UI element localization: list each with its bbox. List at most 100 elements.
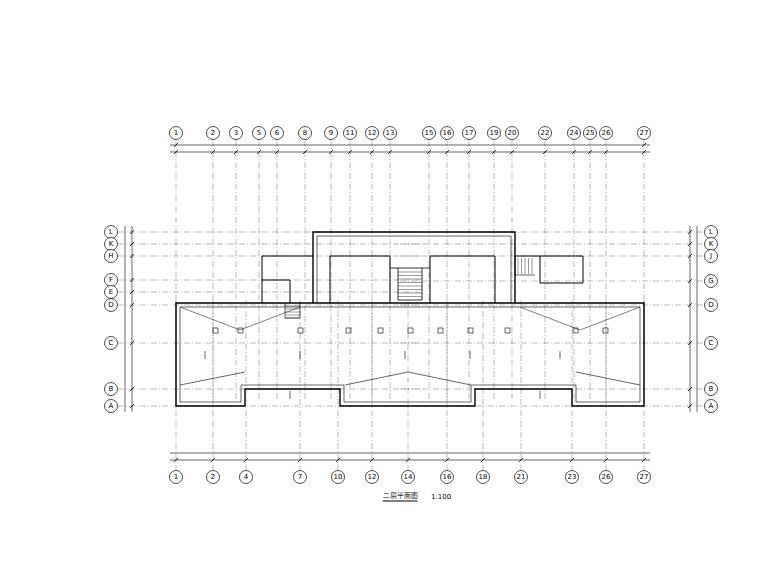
axis-label: 3 xyxy=(234,130,238,137)
stair-tread xyxy=(532,258,533,274)
axis-label: 2 xyxy=(211,474,215,481)
axis-bubble xyxy=(253,127,266,140)
dimension-tick xyxy=(445,458,449,462)
axis-bubble xyxy=(271,127,284,140)
dimension-tick xyxy=(688,242,692,246)
axis-bubble xyxy=(366,471,379,484)
axis-label: 1 xyxy=(174,474,178,481)
dimension-tick xyxy=(130,303,134,307)
dimension-tick xyxy=(234,150,238,154)
axis-bubble xyxy=(539,127,552,140)
drain-symbol xyxy=(505,328,510,333)
axis-label: 19 xyxy=(490,130,499,137)
dimension-tick xyxy=(257,150,261,154)
axis-bubble xyxy=(170,127,183,140)
axis-label: L xyxy=(709,229,713,236)
axis-label: C xyxy=(709,340,714,347)
axis-bubble xyxy=(506,127,519,140)
axis-label: 16 xyxy=(443,474,452,481)
axis-bubble xyxy=(600,127,613,140)
drain-symbol xyxy=(213,328,218,333)
drain-symbol xyxy=(408,328,413,333)
grid-line xyxy=(277,140,278,400)
axis-bubble xyxy=(705,238,718,251)
axis-label: 8 xyxy=(303,130,307,137)
grid-line xyxy=(400,244,704,245)
axis-bubble xyxy=(515,471,528,484)
axis-label: 12 xyxy=(368,474,377,481)
drain-symbol xyxy=(573,328,578,333)
dimension-tick xyxy=(492,150,496,154)
drain-symbol xyxy=(298,328,303,333)
axis-bubble xyxy=(105,337,118,350)
axis-label: 5 xyxy=(257,130,261,137)
axis-label: G xyxy=(708,278,713,285)
axis-label: 27 xyxy=(640,130,649,137)
dimension-tick xyxy=(510,150,514,154)
grid-line xyxy=(400,343,704,344)
grid-line xyxy=(259,140,260,400)
dimension-line xyxy=(170,460,650,461)
axis-label: 18 xyxy=(479,474,488,481)
dimension-tick xyxy=(211,150,215,154)
axis-bubble xyxy=(705,299,718,312)
axis-label: L xyxy=(109,229,113,236)
plan-lines xyxy=(105,127,718,484)
outer-wall xyxy=(176,303,644,406)
axis-label: 24 xyxy=(570,130,579,137)
axis-bubble xyxy=(441,127,454,140)
axis-bubble xyxy=(600,471,613,484)
axis-label: H xyxy=(108,253,113,260)
dimension-line xyxy=(690,226,691,412)
stair-tread xyxy=(398,293,422,294)
dimension-tick xyxy=(467,150,471,154)
grid-line xyxy=(469,140,470,400)
axis-label: 27 xyxy=(640,474,649,481)
grid-line xyxy=(429,140,430,400)
grid-line xyxy=(606,300,607,470)
axis-bubble xyxy=(638,127,651,140)
axis-bubble xyxy=(705,337,718,350)
dimension-tick xyxy=(329,150,333,154)
axis-label: J xyxy=(710,253,712,260)
axis-label: 20 xyxy=(508,130,517,137)
dimension-tick xyxy=(336,458,340,462)
stair-wall xyxy=(515,256,535,275)
core-wall xyxy=(313,232,515,303)
dimension-tick xyxy=(174,458,178,462)
drawing-caption: 二层平面图 xyxy=(383,493,418,502)
grid-line xyxy=(118,292,420,293)
dimension-tick xyxy=(130,230,134,234)
axis-bubble xyxy=(105,250,118,263)
axis-bubble xyxy=(566,471,579,484)
roof-line xyxy=(180,372,640,385)
dimension-tick xyxy=(688,279,692,283)
axis-bubble xyxy=(705,383,718,396)
axis-bubble xyxy=(441,471,454,484)
dimension-tick xyxy=(298,458,302,462)
grid-line xyxy=(118,343,420,344)
axis-bubble xyxy=(705,250,718,263)
axis-bubble xyxy=(488,127,501,140)
grid-line xyxy=(545,140,546,400)
grid-line xyxy=(372,300,373,470)
grid-line xyxy=(590,140,591,400)
axis-label: 26 xyxy=(602,130,611,137)
stair-tread xyxy=(398,286,422,287)
dimension-tick xyxy=(244,458,248,462)
dimension-tick xyxy=(642,458,646,462)
inner-wall xyxy=(180,307,640,402)
dimension-tick xyxy=(130,341,134,345)
dimension-tick xyxy=(303,150,307,154)
grid-line xyxy=(400,281,704,282)
dimension-tick xyxy=(211,458,215,462)
axis-label: 22 xyxy=(541,130,550,137)
drain-symbol xyxy=(346,328,351,333)
dimension-line xyxy=(170,145,650,146)
dimension-tick xyxy=(688,230,692,234)
axis-bubble xyxy=(584,127,597,140)
dimension-tick xyxy=(481,458,485,462)
axis-bubble xyxy=(638,471,651,484)
